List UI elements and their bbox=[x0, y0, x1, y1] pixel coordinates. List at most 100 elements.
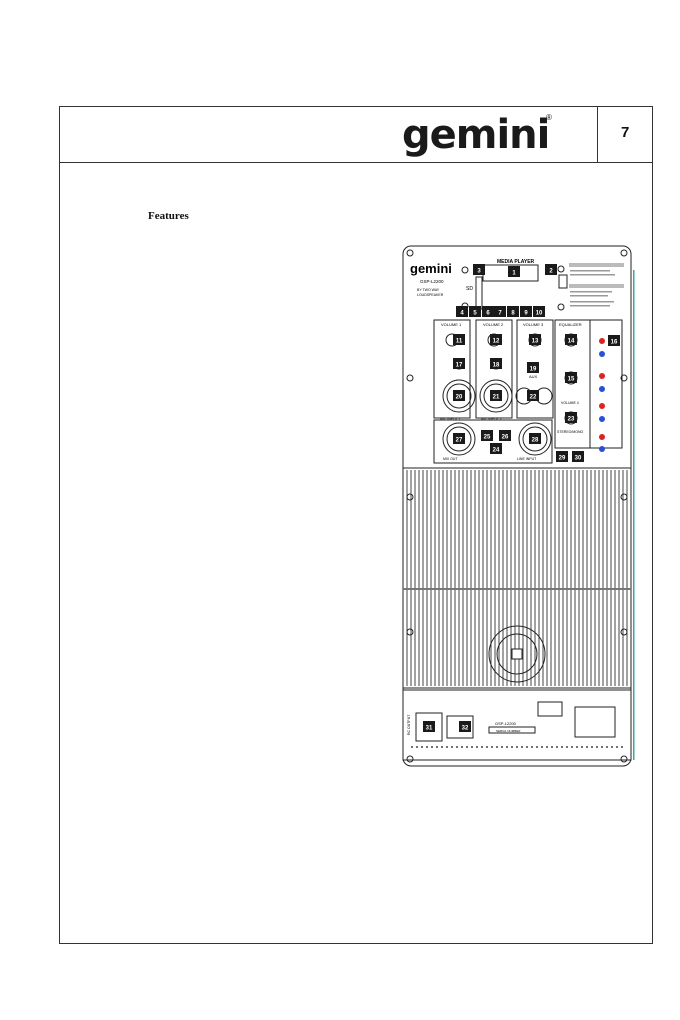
callout-badge-13: 13 bbox=[529, 334, 541, 345]
vent-dot bbox=[521, 746, 523, 748]
callout-number: 22 bbox=[530, 395, 537, 401]
panel-subtitle-2: LOUDSPEAKER bbox=[417, 293, 444, 297]
callout-number: 10 bbox=[536, 311, 543, 317]
mic-input-2-label: MIC INPUT 2 bbox=[481, 417, 502, 421]
callout-number: 31 bbox=[426, 726, 433, 732]
callout-badge-8: 8 bbox=[507, 306, 519, 317]
panel-brand: gemini bbox=[410, 261, 452, 276]
vent-dot bbox=[486, 746, 488, 748]
callout-badge-4: 4 bbox=[456, 306, 468, 317]
mic-input-1-label: MIC INPUT 1 bbox=[440, 417, 461, 421]
callout-number: 11 bbox=[456, 339, 463, 345]
volume-3-label: VOLUME 3 bbox=[523, 322, 544, 327]
callout-number: 27 bbox=[456, 438, 463, 444]
sd-label: SD bbox=[466, 286, 473, 292]
callout-badge-23: 23 bbox=[565, 412, 577, 423]
vent-dot bbox=[621, 746, 623, 748]
callout-number: 4 bbox=[460, 311, 464, 317]
vent-dot bbox=[531, 746, 533, 748]
bottom-model-label: GSP-L2200 bbox=[495, 721, 517, 726]
vent-dot bbox=[411, 746, 413, 748]
vent-dot bbox=[566, 746, 568, 748]
vent-dot bbox=[476, 746, 478, 748]
callout-number: 7 bbox=[498, 311, 502, 317]
vent-dot bbox=[596, 746, 598, 748]
callout-badge-31: 31 bbox=[423, 721, 435, 732]
callout-badge-22: 22 bbox=[527, 390, 539, 401]
callout-badge-18: 18 bbox=[490, 358, 502, 369]
vent-dot bbox=[506, 746, 508, 748]
callout-number: 26 bbox=[502, 435, 509, 441]
section-title: Features bbox=[148, 210, 189, 222]
callout-number: 14 bbox=[568, 339, 575, 345]
callout-badge-32: 32 bbox=[459, 721, 471, 732]
vent-dot bbox=[536, 746, 538, 748]
vent-dot bbox=[481, 746, 483, 748]
callout-number: 9 bbox=[524, 311, 528, 317]
page-number-divider bbox=[597, 106, 598, 162]
vent-dot bbox=[416, 746, 418, 748]
callout-number: 15 bbox=[568, 377, 575, 383]
callout-number: 3 bbox=[477, 269, 481, 275]
aux-label: AUX bbox=[529, 374, 538, 379]
panel-subtitle-1: BY TWO WAY bbox=[417, 288, 440, 292]
vent-dot bbox=[446, 746, 448, 748]
vent-dot bbox=[501, 746, 503, 748]
callout-number: 29 bbox=[559, 456, 566, 462]
callout-badge-15: 15 bbox=[565, 372, 577, 383]
vent-dot bbox=[576, 746, 578, 748]
callout-badge-10: 10 bbox=[533, 306, 545, 317]
vent-dot bbox=[436, 746, 438, 748]
callout-badge-28: 28 bbox=[529, 433, 541, 444]
callout-badge-26: 26 bbox=[499, 430, 511, 441]
mix-out-label: MIX OUT bbox=[443, 457, 458, 461]
rc-output-label: RC OUTPUT bbox=[407, 714, 411, 735]
vent-dot bbox=[431, 746, 433, 748]
callout-number: 17 bbox=[456, 363, 463, 369]
callout-badge-11: 11 bbox=[453, 334, 465, 345]
vent-dot bbox=[426, 746, 428, 748]
callout-badge-2: 2 bbox=[545, 264, 557, 275]
vent-dot bbox=[441, 746, 443, 748]
vent-dot bbox=[471, 746, 473, 748]
vent-dot bbox=[511, 746, 513, 748]
volume-4-label: VOLUME 4 bbox=[561, 401, 579, 405]
callout-number: 19 bbox=[530, 367, 537, 373]
vent-dot bbox=[456, 746, 458, 748]
callout-number: 21 bbox=[493, 395, 500, 401]
callout-badge-17: 17 bbox=[453, 358, 465, 369]
callout-badge-25: 25 bbox=[481, 430, 493, 441]
callout-number: 32 bbox=[462, 726, 469, 732]
page-number: 7 bbox=[621, 124, 630, 141]
vent-dot bbox=[556, 746, 558, 748]
vent-dot bbox=[586, 746, 588, 748]
callout-number: 25 bbox=[484, 435, 491, 441]
callout-badge-30: 30 bbox=[572, 451, 584, 462]
callout-number: 30 bbox=[575, 456, 582, 462]
callout-number: 12 bbox=[493, 339, 500, 345]
vent-dot bbox=[421, 746, 423, 748]
callout-badge-20: 20 bbox=[453, 390, 465, 401]
brand-logo: gemini bbox=[402, 112, 550, 158]
callout-number: 20 bbox=[456, 395, 463, 401]
vent-dot bbox=[551, 746, 553, 748]
callout-badge-7: 7 bbox=[494, 306, 506, 317]
vent-dot bbox=[491, 746, 493, 748]
vent-dot bbox=[466, 746, 468, 748]
header-divider bbox=[59, 162, 653, 163]
vent-dot bbox=[516, 746, 518, 748]
callout-badge-16: 16 bbox=[608, 335, 620, 346]
callout-number: 18 bbox=[493, 363, 500, 369]
callout-number: 2 bbox=[549, 269, 553, 275]
callout-number: 24 bbox=[493, 448, 500, 454]
callout-number: 23 bbox=[568, 417, 575, 423]
vent-dot bbox=[581, 746, 583, 748]
callout-badge-29: 29 bbox=[556, 451, 568, 462]
media-player-label: MEDIA PLAYER bbox=[497, 259, 535, 265]
vent-dot bbox=[601, 746, 603, 748]
callout-number: 16 bbox=[611, 340, 618, 346]
callout-badge-24: 24 bbox=[490, 443, 502, 454]
vent-dot bbox=[591, 746, 593, 748]
volume-1-label: VOLUME 1 bbox=[441, 322, 462, 327]
